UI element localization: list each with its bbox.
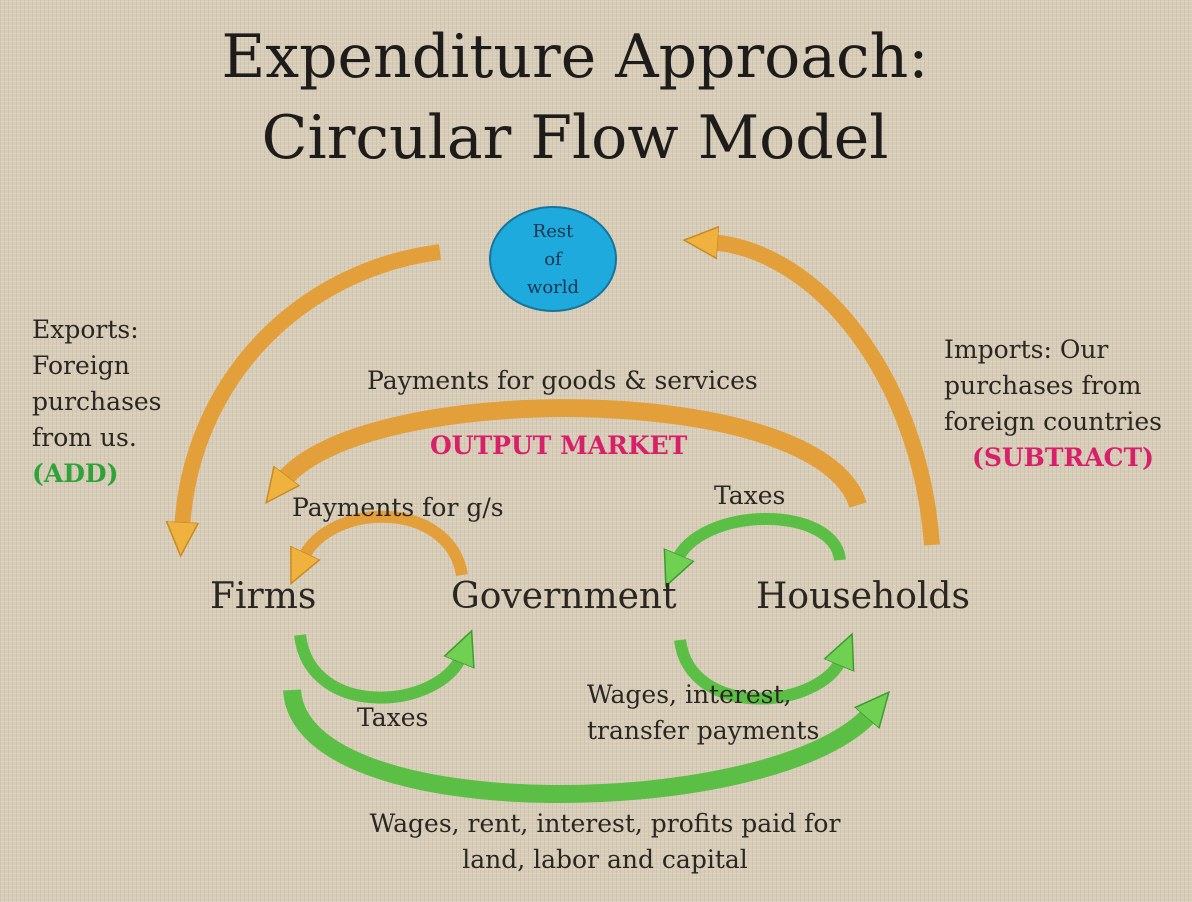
taxes-firms-label: Taxes — [357, 703, 429, 732]
taxes-households-arrow — [676, 513, 846, 562]
firms-node: Firms — [210, 576, 317, 617]
imports-label: Imports: Our purchases from foreign coun… — [944, 332, 1162, 476]
wages-transfer-label: Wages, interest, transfer payments — [587, 677, 819, 749]
factor-payments-arrow — [283, 688, 872, 803]
exports-arrow — [182, 244, 442, 530]
title-line-2: Circular Flow Model — [261, 103, 889, 173]
imports-line: foreign countries — [944, 407, 1162, 436]
wages-transfer-line: Wages, interest, — [587, 680, 792, 709]
factor-payments-line: land, labor and capital — [462, 845, 748, 874]
exports-line: Exports: — [32, 315, 139, 344]
rest-of-world-line: Rest — [532, 221, 574, 242]
payments-gs-label: Payments for g/s — [292, 493, 504, 522]
factor-payments-label: Wages, rent, interest, profits paid for … — [340, 806, 870, 878]
payments-goods-services-arrow — [282, 399, 867, 509]
output-market-label: OUTPUT MARKET — [430, 431, 688, 460]
imports-arrow — [710, 242, 940, 546]
exports-line: purchases — [32, 387, 162, 416]
rest-of-world-line: world — [526, 277, 580, 298]
households-node: Households — [756, 576, 970, 617]
payments-goods-services-label: Payments for goods & services — [367, 366, 758, 395]
taxes-households-label: Taxes — [714, 481, 786, 510]
rest-of-world-label: Rest of world — [490, 218, 616, 302]
imports-line: purchases from — [944, 371, 1142, 400]
exports-line: Foreign — [32, 351, 130, 380]
wages-transfer-line: transfer payments — [587, 716, 820, 745]
title-line-1: Expenditure Approach: — [221, 22, 929, 92]
add-tag: (ADD) — [32, 459, 119, 488]
subtract-tag: (SUBTRACT) — [972, 443, 1154, 472]
factor-payments-line: Wages, rent, interest, profits paid for — [369, 809, 841, 838]
government-node: Government — [451, 576, 677, 617]
exports-line: from us. — [32, 423, 137, 452]
exports-label: Exports: Foreign purchases from us. (ADD… — [32, 312, 162, 492]
rest-of-world-line: of — [544, 249, 562, 270]
rest-of-world-node — [489, 206, 617, 312]
taxes-firms-arrow — [294, 635, 462, 704]
payments-gs-arrow — [302, 510, 468, 575]
imports-line: Imports: Our — [944, 335, 1109, 364]
wages-transfer-arrow — [674, 640, 842, 705]
